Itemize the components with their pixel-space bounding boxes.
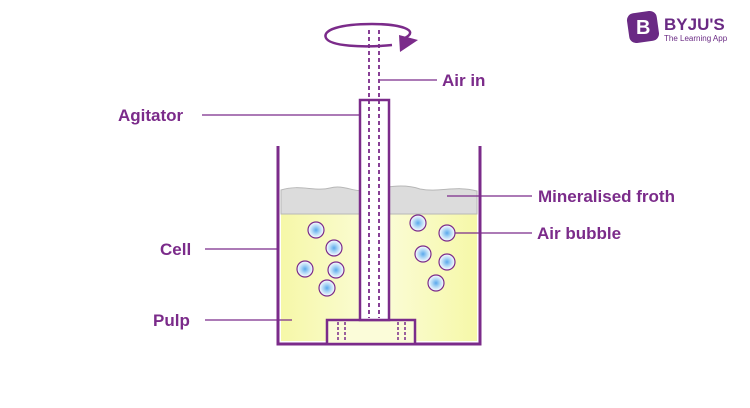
rotation-arrowhead-icon [399, 35, 418, 52]
air-bubble [327, 261, 345, 279]
air-bubble [318, 279, 336, 297]
air-bubbles [296, 214, 456, 297]
air-bubble [296, 260, 314, 278]
air-bubble [427, 274, 445, 292]
brand-logo: B BYJU'S The Learning App [626, 10, 728, 44]
label-air-in: Air in [442, 71, 485, 90]
brand-name: BYJU'S [664, 15, 725, 34]
label-mineralised-froth: Mineralised froth [538, 187, 675, 206]
svg-text:B: B [636, 17, 650, 39]
air-bubble [414, 245, 432, 263]
air-bubble [325, 239, 343, 257]
air-bubble [307, 221, 325, 239]
label-pulp: Pulp [153, 311, 190, 330]
agitator-shaft [358, 98, 391, 322]
impeller-base [325, 318, 417, 346]
air-bubble [438, 253, 456, 271]
label-agitator: Agitator [118, 106, 184, 125]
brand-logo-icon [626, 10, 660, 44]
label-air-bubble: Air bubble [537, 224, 621, 243]
label-cell: Cell [160, 240, 191, 259]
air-bubble [438, 224, 456, 242]
air-bubble [409, 214, 427, 232]
brand-tagline: The Learning App [664, 34, 728, 43]
rotation-arrow [324, 22, 412, 48]
